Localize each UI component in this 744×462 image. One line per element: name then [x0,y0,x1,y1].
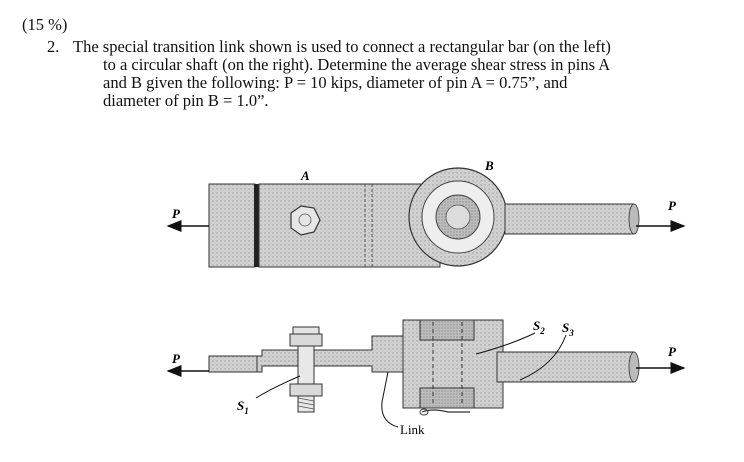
label-b: B [484,158,494,173]
rectangular-bar [208,183,256,268]
label-s1: S1 [237,398,249,416]
s2-leader [475,332,536,355]
label-link: Link [400,422,425,437]
problem-line-2: to a circular shaft (on the right). Dete… [103,55,611,74]
label-p-top-left: P [172,206,181,221]
link-plate [258,183,441,268]
problem-line-1: The special transition link shown is use… [73,37,611,56]
link-leader [381,371,399,428]
top-view [166,167,686,268]
label-a: A [300,168,310,183]
side-rectangular-bar [208,355,258,373]
problem-line-3: and B given the following: P = 10 kips, … [103,73,568,92]
label-p-top-right: P [668,198,677,213]
label-s2: S2 [533,318,545,336]
problem-number: 2. [47,37,60,56]
label-p-side-right: P [668,344,677,359]
label-s3: S3 [562,320,574,338]
label-p-side-left: P [172,351,181,366]
s3-leader [519,334,567,381]
bar-end-mark [254,184,259,267]
pin-a-hex-nut [290,205,321,236]
s1-leader [255,375,301,399]
problem-line-4: diameter of pin B = 1.0”. [103,91,269,110]
side-view [166,319,686,428]
circular-shaft [504,203,639,235]
side-circular-shaft [496,351,639,383]
problem-points: (15 %) [22,15,68,34]
